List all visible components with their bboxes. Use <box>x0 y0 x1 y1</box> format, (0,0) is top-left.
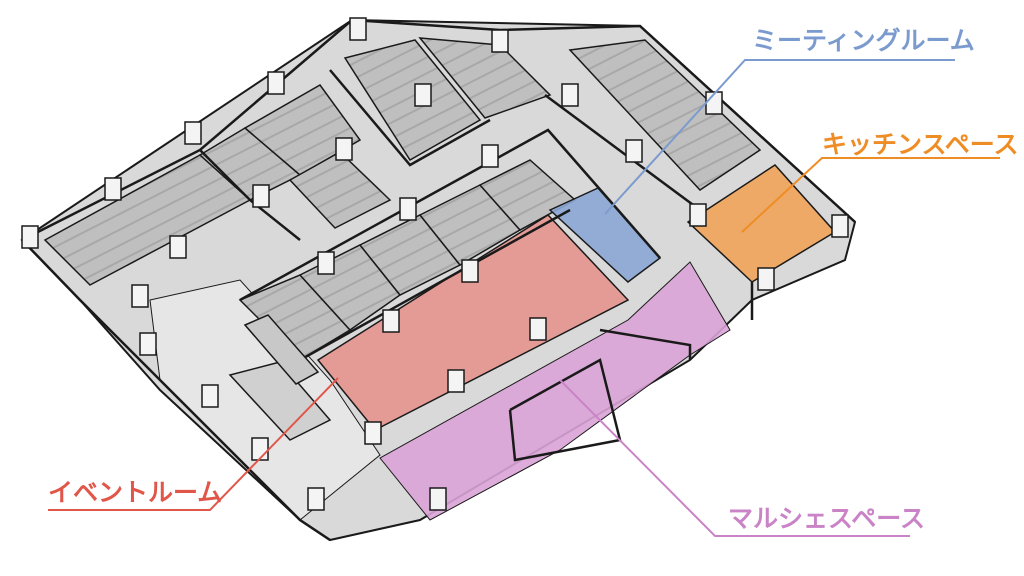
kitchen-space-leader-line <box>741 157 1000 233</box>
pillar <box>201 384 219 408</box>
room-floor <box>243 84 362 176</box>
pillar <box>429 487 447 511</box>
pillar <box>131 284 149 308</box>
pillar <box>382 309 400 333</box>
meeting-room-label: ミーティングルーム <box>752 26 975 55</box>
room-floor <box>343 39 482 162</box>
pillar <box>625 139 643 163</box>
pillar <box>21 225 39 249</box>
pillar <box>364 421 382 445</box>
pillar <box>307 487 325 511</box>
marche-space-leader-line <box>559 379 910 537</box>
meeting-room-leader-line <box>604 59 955 215</box>
pillar <box>251 437 269 461</box>
pillar <box>757 267 775 291</box>
pillar <box>481 144 499 168</box>
pillar <box>139 332 157 356</box>
kitchen-space-label: キッチンスペース <box>822 130 1019 159</box>
stairwell <box>228 314 332 441</box>
pillar <box>414 83 432 107</box>
pillar <box>399 197 417 221</box>
pillar <box>831 214 849 238</box>
room-floor <box>568 39 762 191</box>
pillar <box>561 83 579 107</box>
pillar <box>252 184 270 208</box>
pillar <box>184 121 202 145</box>
pillars <box>21 17 849 511</box>
pillar <box>104 177 122 201</box>
pillar <box>491 29 509 53</box>
room-floors <box>43 37 762 361</box>
walls <box>21 18 856 542</box>
pillar <box>461 259 479 283</box>
pillar <box>689 203 707 227</box>
pillar <box>349 17 367 41</box>
pillar <box>317 251 335 275</box>
pillar <box>267 71 285 95</box>
marche-space-zone <box>379 261 731 521</box>
pillar <box>447 369 465 393</box>
pillar <box>529 317 547 341</box>
event-room-label: イベントルーム <box>48 478 223 507</box>
event-room-leader-line <box>48 377 339 511</box>
room-floor <box>418 37 552 119</box>
pillar <box>169 235 187 259</box>
room-floor <box>288 151 392 229</box>
marche-space-label: マルシェスペース <box>728 504 926 533</box>
pillar <box>335 137 353 161</box>
